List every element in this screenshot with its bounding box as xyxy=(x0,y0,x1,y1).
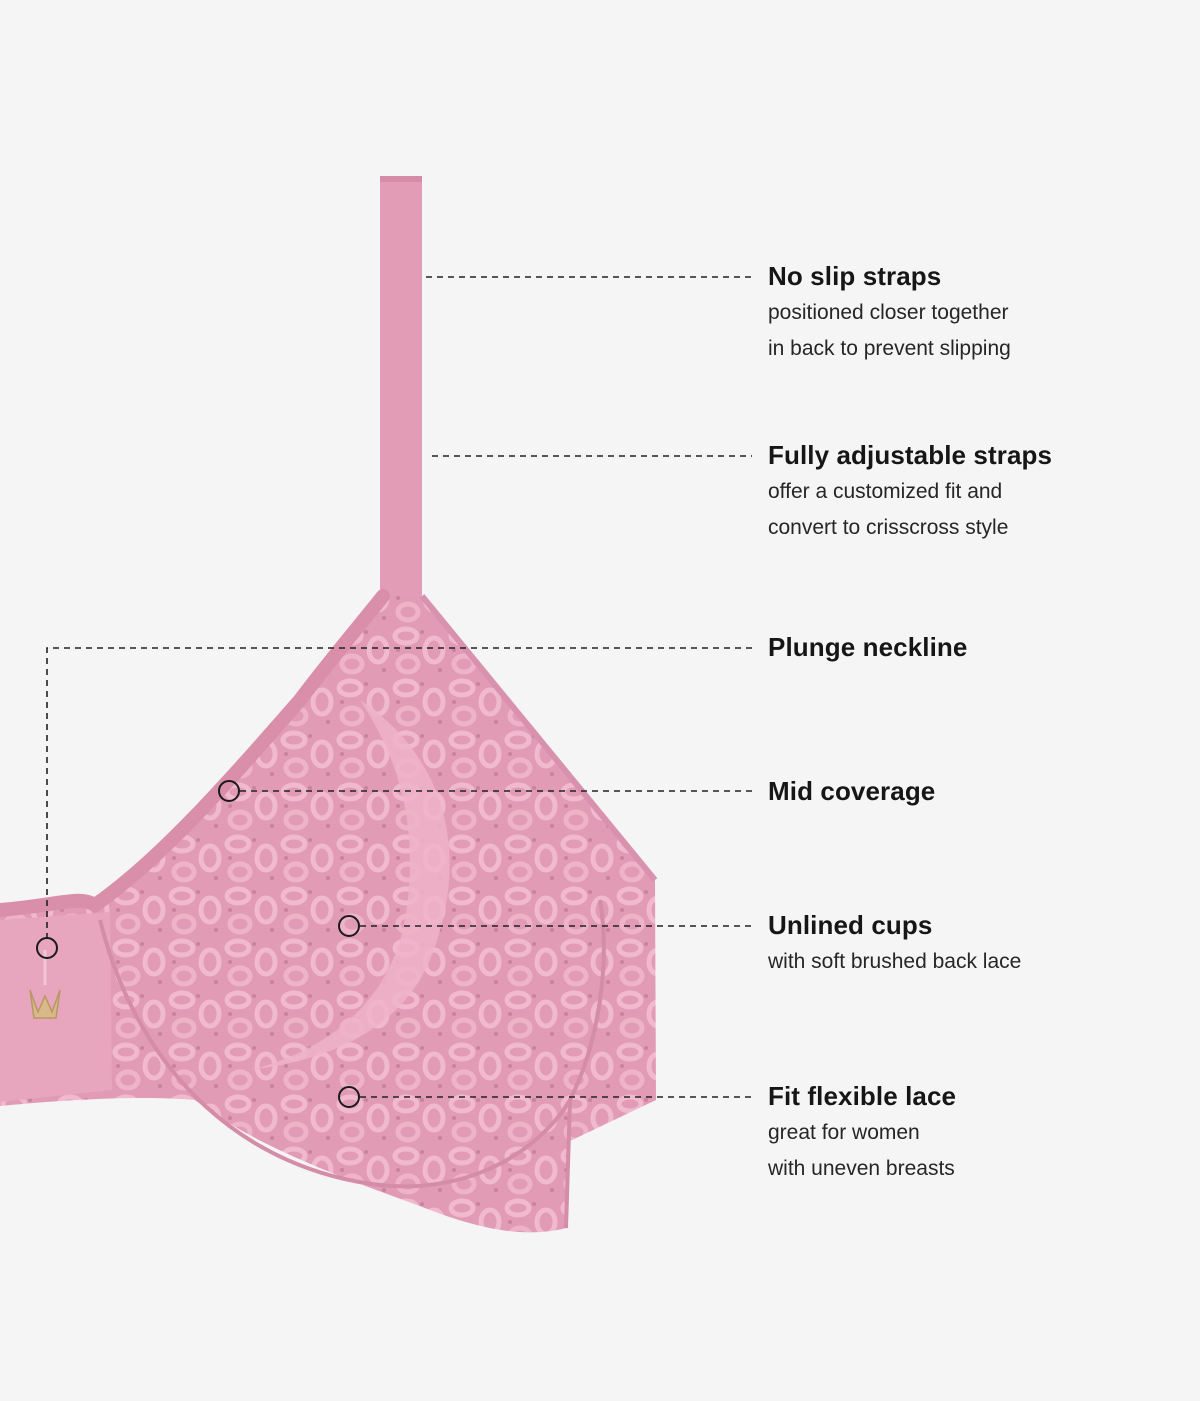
marker-fit-flexible-lace[interactable] xyxy=(338,1086,360,1108)
feature-description: positioned closer together in back to pr… xyxy=(768,295,1188,367)
marker-mid-coverage[interactable] xyxy=(218,780,240,802)
underwire-seam xyxy=(98,899,606,1189)
cup-fold xyxy=(250,700,450,1070)
feature-mid-coverage: Mid coverage xyxy=(768,776,1188,806)
feature-fit-flexible-lace: Fit flexible lace great for women with u… xyxy=(768,1081,1188,1187)
feature-description: great for women with uneven breasts xyxy=(768,1115,1188,1187)
bra-cup xyxy=(0,596,656,1233)
feature-no-slip-straps: No slip straps positioned closer togethe… xyxy=(768,261,1188,367)
feature-unlined-cups: Unlined cups with soft brushed back lace xyxy=(768,910,1188,980)
leader-lines xyxy=(46,276,752,1098)
description-line: positioned closer together xyxy=(768,301,1009,324)
feature-title: Fully adjustable straps xyxy=(768,440,1053,470)
feature-plunge-neckline: Plunge neckline xyxy=(768,632,1188,662)
neckline-trim xyxy=(0,589,390,917)
description-line: convert to crisscross style xyxy=(768,516,1009,539)
feature-title: No slip straps xyxy=(768,261,942,291)
description-line: great for women xyxy=(768,1121,920,1144)
gold-charm xyxy=(29,989,61,1019)
leader-plunge-neckline xyxy=(46,647,752,938)
description-line: with uneven breasts xyxy=(768,1157,955,1180)
feature-fully-adjustable-straps: Fully adjustable straps offer a customiz… xyxy=(768,440,1188,546)
description-line: offer a customized fit and xyxy=(768,480,1003,503)
feature-description: with soft brushed back lace xyxy=(768,944,1188,980)
feature-title: Unlined cups xyxy=(768,910,933,940)
strap-edge xyxy=(380,176,422,182)
side-seam xyxy=(564,1099,572,1229)
side-trim xyxy=(419,594,658,882)
shoulder-strap xyxy=(380,176,422,598)
feature-title: Fit flexible lace xyxy=(768,1081,957,1111)
marker-plunge-neckline[interactable] xyxy=(36,937,58,959)
feature-description: offer a customized fit and convert to cr… xyxy=(768,474,1188,546)
marker-unlined-cups[interactable] xyxy=(338,915,360,937)
feature-title: Mid coverage xyxy=(768,776,936,806)
feature-title: Plunge neckline xyxy=(768,632,968,662)
description-line: with soft brushed back lace xyxy=(768,950,1022,973)
description-line: in back to prevent slipping xyxy=(768,337,1011,360)
